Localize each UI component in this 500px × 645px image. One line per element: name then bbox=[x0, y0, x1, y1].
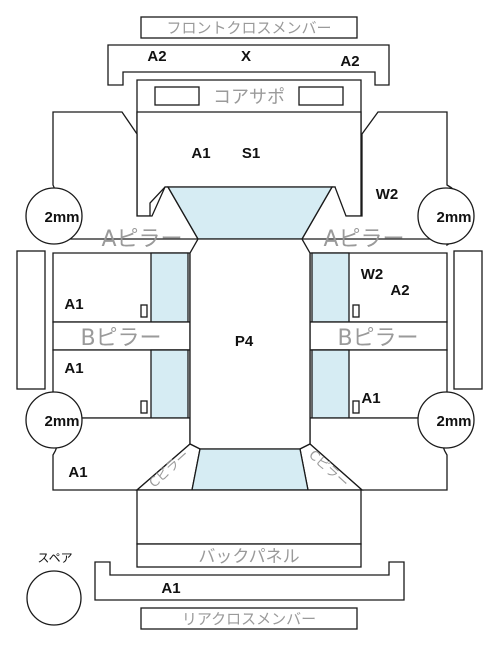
rear-right-tire bbox=[417, 391, 475, 449]
left-rocker-panel bbox=[16, 250, 46, 390]
b-pillar-right-label: Bピラー bbox=[337, 326, 418, 351]
front-cross-member-label-box bbox=[140, 16, 358, 39]
rear-left-tire bbox=[25, 391, 83, 449]
code-fender-right: W2 bbox=[376, 186, 399, 203]
code-front-door-right-a2: A2 bbox=[390, 282, 409, 299]
back-panel-box bbox=[136, 543, 362, 568]
right-front-window bbox=[311, 252, 350, 323]
a-pillar-left-label: Aピラー bbox=[101, 227, 182, 252]
left-b-pillar bbox=[52, 321, 191, 351]
code-front-door-right-w2: W2 bbox=[361, 266, 384, 283]
code-front-member-left: A2 bbox=[147, 48, 166, 65]
code-hood-s1: S1 bbox=[242, 145, 260, 162]
front-right-tire bbox=[417, 187, 475, 245]
left-front-window bbox=[150, 252, 189, 323]
right-rear-door-handle bbox=[352, 400, 360, 414]
spare-label: スペア bbox=[37, 551, 72, 565]
front-cross-member bbox=[107, 44, 390, 86]
code-hood-a1: A1 bbox=[191, 145, 210, 162]
front-left-tire bbox=[25, 187, 83, 245]
rear-right-tire-depth: 2mm bbox=[436, 413, 471, 430]
front-cross-member-label: フロントクロスメンバー bbox=[166, 19, 331, 37]
core-support-label: コアサポ bbox=[213, 87, 285, 108]
code-rear-member: A1 bbox=[161, 580, 180, 597]
right-b-pillar bbox=[309, 321, 448, 351]
left-front-door-handle bbox=[140, 304, 148, 318]
code-rear-door-right: A1 bbox=[361, 390, 380, 407]
rear-left-tire-depth: 2mm bbox=[44, 413, 79, 430]
code-front-member-center: X bbox=[241, 48, 251, 65]
right-rear-window bbox=[311, 349, 350, 419]
front-left-tire-depth: 2mm bbox=[44, 209, 79, 226]
code-roof: P4 bbox=[235, 333, 254, 350]
rear-cross-member bbox=[94, 561, 405, 601]
b-pillar-left-label: Bピラー bbox=[80, 326, 161, 351]
left-rear-door-handle bbox=[140, 400, 148, 414]
code-rear-door-left: A1 bbox=[64, 360, 83, 377]
back-panel-label: バックパネル bbox=[198, 547, 299, 567]
core-support-right-tab bbox=[298, 86, 344, 106]
front-right-tire-depth: 2mm bbox=[436, 209, 471, 226]
right-front-door-handle bbox=[352, 304, 360, 318]
rear-cross-member-label-box bbox=[140, 607, 358, 630]
right-rocker-panel bbox=[453, 250, 483, 390]
spare-tire bbox=[26, 570, 82, 626]
rear-window bbox=[191, 448, 309, 491]
rear-cross-member-label: リアクロスメンバー bbox=[182, 610, 316, 628]
a-pillar-right-label: Aピラー bbox=[323, 227, 404, 252]
core-support-left-tab bbox=[154, 86, 200, 106]
trunk-lid bbox=[136, 489, 362, 545]
left-rear-window bbox=[150, 349, 189, 419]
code-quarter-left: A1 bbox=[68, 464, 87, 481]
code-front-member-right: A2 bbox=[340, 53, 359, 70]
code-front-door-left: A1 bbox=[64, 296, 83, 313]
